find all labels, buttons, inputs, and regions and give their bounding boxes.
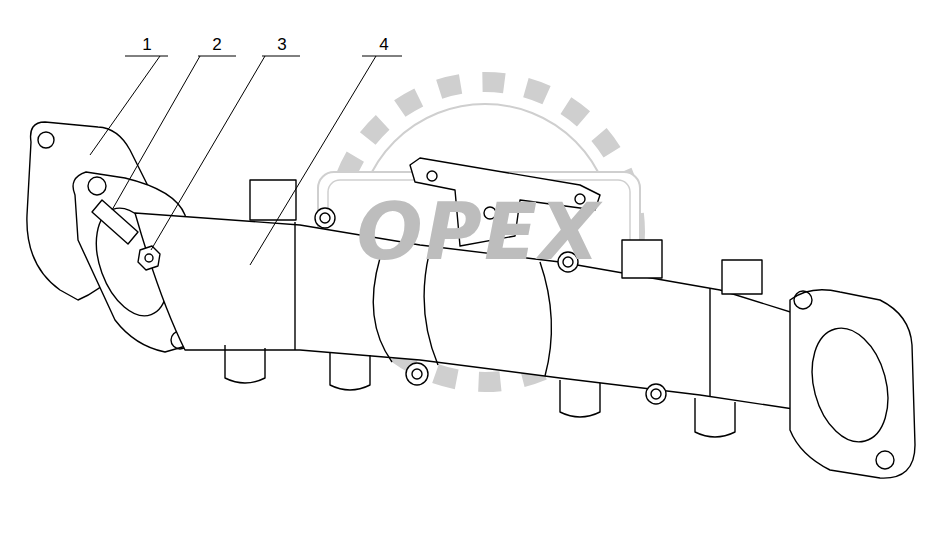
callout-number: 4 xyxy=(379,36,388,53)
watermark: OPEX xyxy=(357,193,602,271)
callout-number: 3 xyxy=(277,36,286,53)
callout-number: 1 xyxy=(142,36,151,53)
stud xyxy=(92,200,138,244)
outlet-flange xyxy=(790,290,915,478)
bolt-head xyxy=(138,246,160,270)
leader-lines xyxy=(90,56,402,265)
callout-number: 2 xyxy=(212,36,221,53)
